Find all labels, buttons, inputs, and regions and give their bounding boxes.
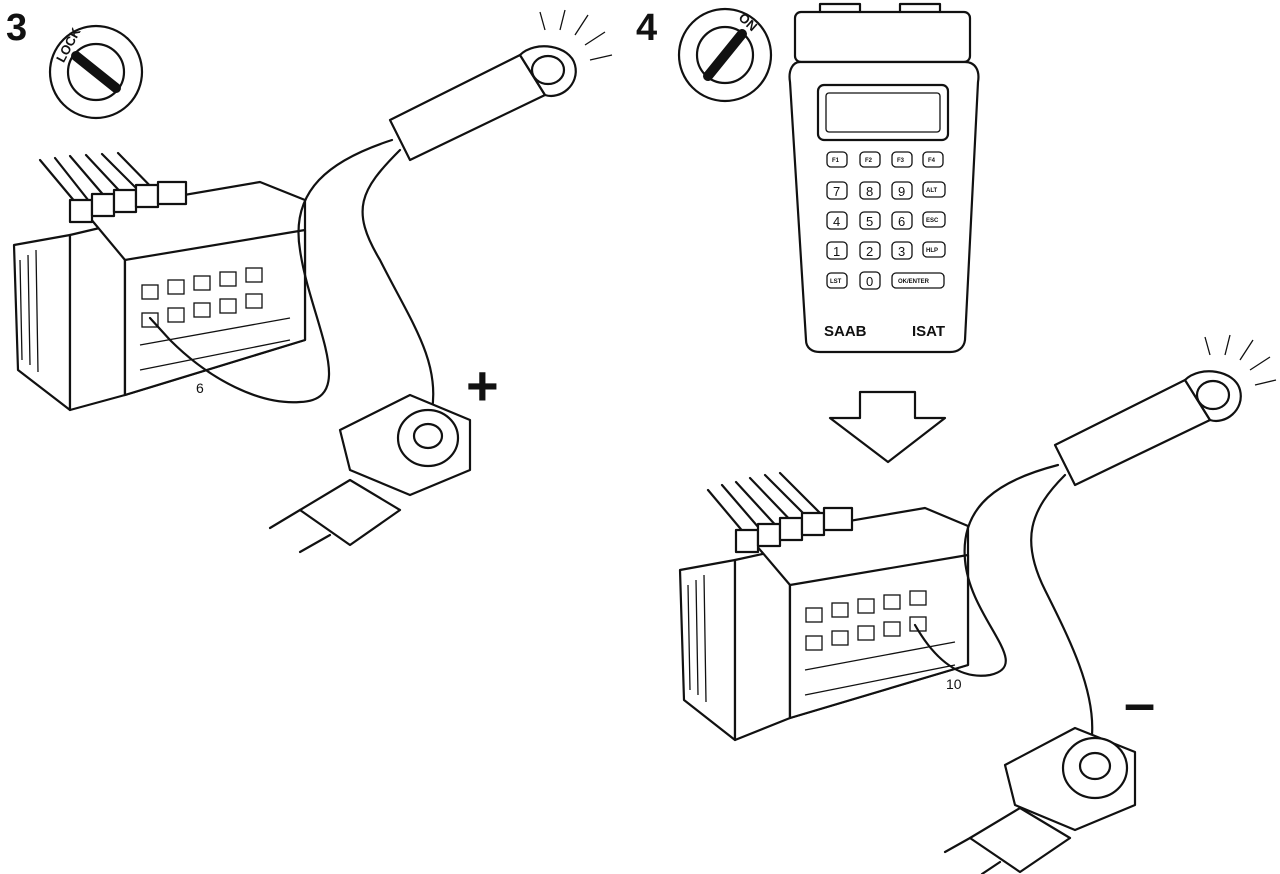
key-row-3: 4 5 6 ESC [826,211,946,230]
key-f4: F4 [928,158,936,164]
pin-6-label: 6 [196,380,204,396]
key-row-1: F1 F2 F3 F4 [826,151,944,168]
ignition-lock-icon: LOCK [48,25,144,120]
connector-icon: 6 [12,180,307,412]
key-f3: F3 [897,158,905,164]
key-alt: ALT [926,188,938,194]
key-row-2: 7 8 9 ALT [826,181,946,200]
key-8: 8 [866,184,873,199]
step-3-number: 3 [6,7,27,49]
ignition-on-icon: ON [677,7,773,103]
connector-2-icon: 10 [678,506,970,742]
battery-terminal-icon [268,393,472,554]
key-f1: F1 [832,158,840,164]
key-0: 0 [866,274,873,289]
key-hlp: HLP [926,248,938,254]
ground-terminal-icon [943,726,1137,874]
key-6: 6 [898,214,905,229]
key-4: 4 [833,214,840,229]
key-5: 5 [866,214,873,229]
key-esc: ESC [926,218,939,224]
step-4-panel: 4 ON F1 F2 F3 F4 [636,2,1277,874]
step-3-panel: 3 LOCK [6,7,613,554]
down-arrow-icon [828,390,947,464]
key-1: 1 [833,244,840,259]
pin-10-label: 10 [946,676,962,692]
tester-keypad: F1 F2 F3 F4 7 8 9 ALT 4 [824,151,946,340]
step-4-number: 4 [636,7,657,49]
key-2: 2 [866,244,873,259]
key-row-4: 1 2 3 HLP [826,241,946,260]
key-row-5: LST 0 OK/ENTER [826,271,945,290]
tester-brand-isat: ISAT [912,323,945,340]
test-lamp-icon [148,9,613,412]
test-lamp-2-icon [913,334,1277,737]
key-ok-enter: OK/ENTER [898,279,930,285]
key-3: 3 [898,244,905,259]
tester-brand-saab: SAAB [824,323,867,340]
isat-tester-icon [788,2,980,354]
polarity-plus-label: + [466,354,499,417]
key-9: 9 [898,184,905,199]
key-7: 7 [833,184,840,199]
polarity-minus-label: – [1124,671,1155,734]
key-f2: F2 [865,158,873,164]
key-lst: LST [830,279,842,285]
